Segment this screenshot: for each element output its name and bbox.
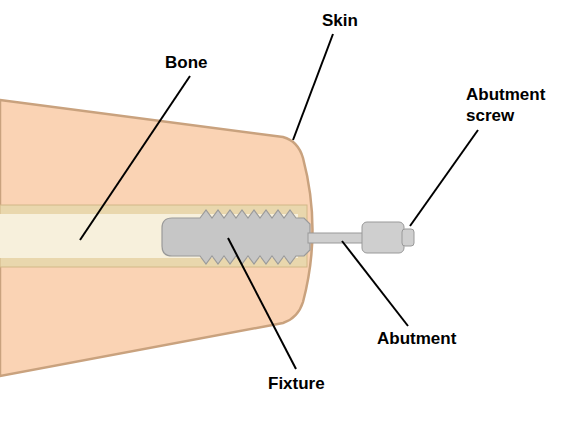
leader-line	[228, 238, 296, 369]
leader-lines	[80, 34, 478, 369]
fixture-screw	[162, 210, 310, 264]
part-label: Skin	[322, 10, 382, 31]
part-label: Abutment	[377, 328, 487, 349]
leader-line	[342, 241, 408, 326]
abutment-rod	[308, 233, 366, 243]
part-label: Abutment screw	[466, 84, 561, 126]
leader-line	[80, 76, 190, 240]
limb-skin	[0, 100, 313, 376]
leader-line	[293, 34, 333, 140]
part-label: Fixture	[268, 373, 358, 394]
leader-line	[410, 130, 478, 226]
abutment-screw-head	[362, 222, 404, 253]
part-label: Bone	[165, 52, 225, 73]
fixture-body	[162, 210, 310, 264]
abutment-screw-cap	[402, 229, 414, 246]
